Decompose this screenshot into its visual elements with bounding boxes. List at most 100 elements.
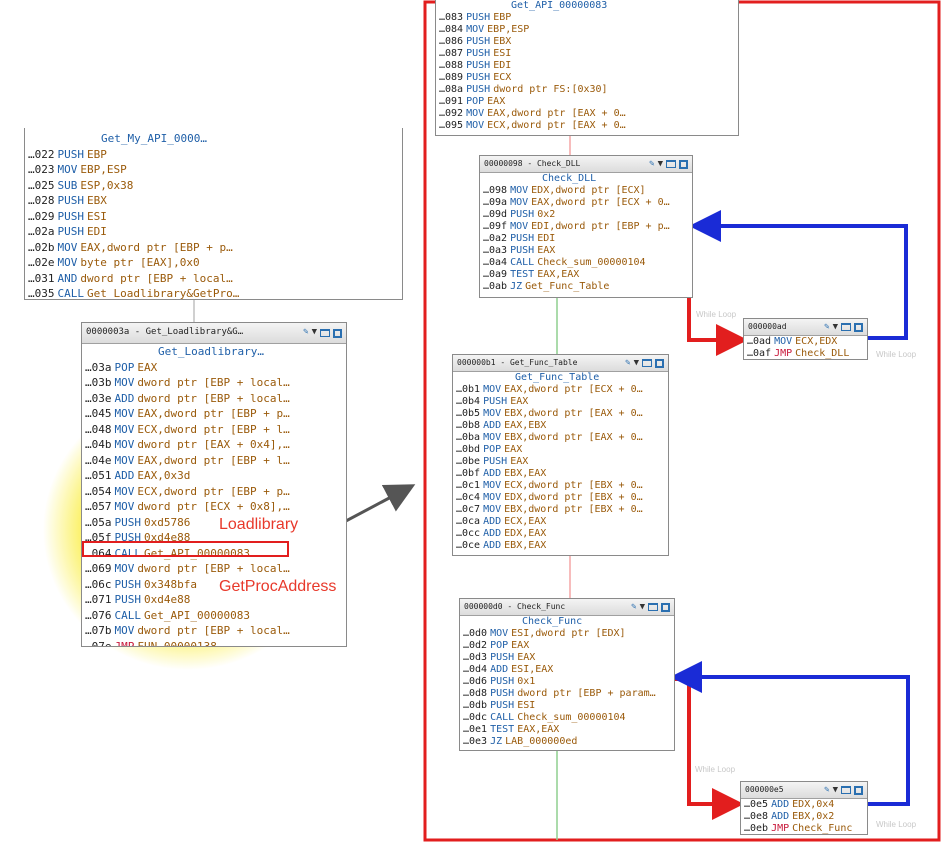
window-icon[interactable] [642,359,652,367]
window-icon[interactable] [320,329,330,337]
block-header[interactable]: 000000b1 - Get_Func_Table ✎ ▼ [453,355,668,372]
zoom-fit-icon[interactable] [854,785,863,795]
block-header[interactable]: 0000003a - Get_Loadlibrary&G… ✎ ▼ [82,323,346,344]
block-header[interactable]: 000000ad ✎ ▼ [744,319,867,336]
caret-down-icon[interactable]: ▼ [311,327,317,338]
caret-down-icon[interactable]: ▼ [657,159,663,169]
zoom-fit-icon[interactable] [655,358,664,368]
pencil-icon[interactable]: ✎ [631,602,637,612]
zoom-fit-icon[interactable] [333,328,342,338]
block-check-func[interactable]: 000000d0 - Check_Func ✎ ▼ Check_Func …0d… [459,598,675,751]
pencil-icon[interactable]: ✎ [303,327,309,338]
block-header[interactable]: 000000d0 - Check_Func ✎ ▼ [460,599,674,616]
zoom-fit-icon[interactable] [661,602,670,612]
caret-down-icon[interactable]: ▼ [633,358,639,368]
zoom-fit-icon[interactable] [679,159,688,169]
block-get-loadlibrary[interactable]: 0000003a - Get_Loadlibrary&G… ✎ ▼ Get_Lo… [81,322,347,647]
block-header[interactable]: 00000098 - Check_DLL ✎ ▼ [480,156,692,173]
caret-down-icon[interactable]: ▼ [639,602,645,612]
window-icon[interactable] [841,323,851,331]
window-icon[interactable] [648,603,658,611]
block-get-func-table[interactable]: 000000b1 - Get_Func_Table ✎ ▼ Get_Func_T… [452,354,669,556]
pencil-icon[interactable]: ✎ [824,322,830,332]
caret-down-icon[interactable]: ▼ [832,322,838,332]
zoom-fit-icon[interactable] [854,322,863,332]
pencil-icon[interactable]: ✎ [625,358,631,368]
pencil-icon[interactable]: ✎ [649,159,655,169]
caret-down-icon[interactable]: ▼ [832,785,838,795]
